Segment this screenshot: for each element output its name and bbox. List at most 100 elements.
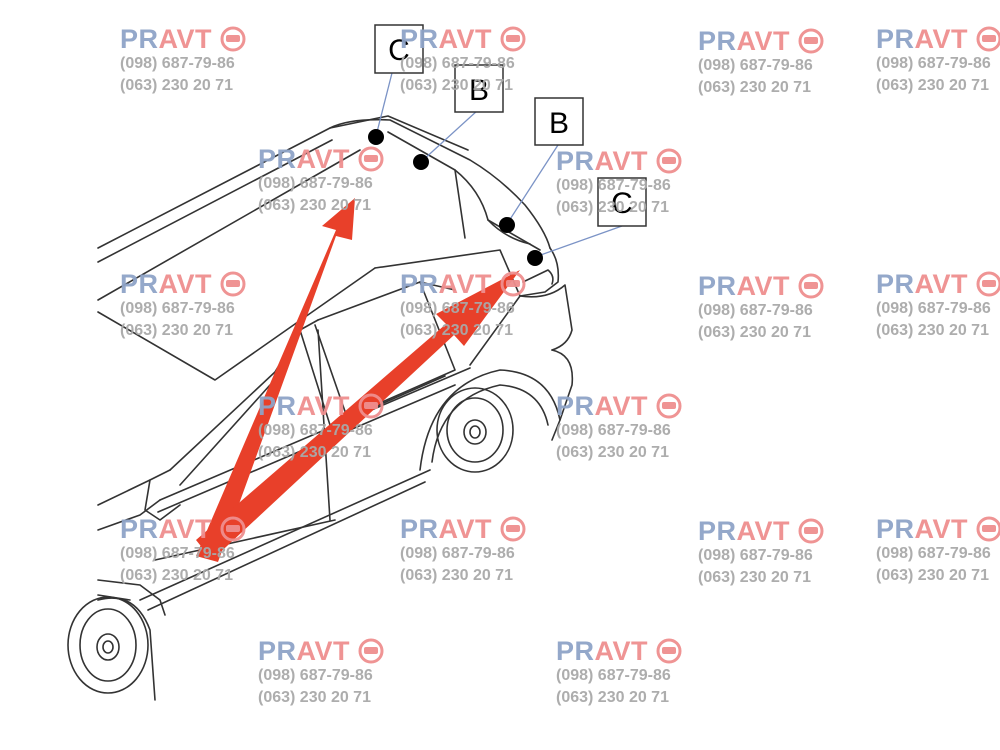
car-logo-icon bbox=[798, 273, 824, 299]
watermark-phone-2: (063) 230 20 71 bbox=[556, 689, 669, 706]
callout-c-top: C bbox=[374, 24, 424, 74]
watermark-phone-2: (063) 230 20 71 bbox=[876, 567, 989, 584]
point-b-right bbox=[499, 217, 515, 233]
watermark-brand: PRAVT bbox=[556, 391, 648, 421]
car-logo-icon bbox=[358, 393, 384, 419]
watermark-phone-2: (063) 230 20 71 bbox=[120, 77, 233, 94]
watermark-phone-2: (063) 230 20 71 bbox=[876, 322, 989, 339]
watermark-brand: PRAVT bbox=[556, 636, 648, 666]
watermark-block: PRAVT(098) 687-79-86 (063) 230 20 71 bbox=[258, 636, 384, 706]
watermark-brand: PRAVT bbox=[400, 269, 492, 299]
watermark-brand: PRAVT bbox=[258, 144, 350, 174]
watermark-brand: PRAVT bbox=[120, 269, 212, 299]
point-c-top bbox=[368, 129, 384, 145]
watermark-phone-1: (098) 687-79-86 bbox=[120, 545, 235, 562]
watermark-phone-2: (063) 230 20 71 bbox=[400, 567, 513, 584]
callout-label: C bbox=[611, 187, 633, 220]
watermark-phone-2: (063) 230 20 71 bbox=[120, 567, 233, 584]
watermark-block: PRAVT(098) 687-79-86 (063) 230 20 71 bbox=[698, 26, 824, 96]
watermark-block: PRAVT(098) 687-79-86(063) 230 20 71 bbox=[876, 24, 1000, 94]
watermark-phone-1: (098) 687-79-86 bbox=[876, 300, 991, 317]
car-logo-icon bbox=[656, 393, 682, 419]
watermark-phone-1: (098) 687-79-86 bbox=[876, 545, 991, 562]
watermark-block: PRAVT(098) 687-79-86 (063) 230 20 71 bbox=[556, 146, 682, 216]
watermark-block: PRAVT(098) 687-79-86(063) 230 20 71 bbox=[258, 391, 384, 461]
car-logo-icon bbox=[976, 516, 1000, 542]
watermark-phone-1: (098) 687-79-86 bbox=[556, 177, 671, 194]
car-logo-icon bbox=[656, 148, 682, 174]
watermark-phone-2: (063) 230 20 71 bbox=[876, 77, 989, 94]
watermark-brand: PRAVT bbox=[120, 24, 212, 54]
front-wheel bbox=[67, 596, 149, 694]
watermark-phone-1: (098) 687-79-86 bbox=[120, 300, 235, 317]
watermark-phone-2: (063) 230 20 71 bbox=[556, 199, 669, 216]
callout-label: C bbox=[388, 34, 410, 67]
watermark-phone-2: (063) 230 20 71 bbox=[258, 444, 371, 461]
car-logo-icon bbox=[220, 516, 246, 542]
connection-points bbox=[368, 129, 543, 266]
watermark-block: PRAVT(098) 687-79-86(063) 230 20 71 bbox=[698, 271, 824, 341]
watermark-brand: PRAVT bbox=[876, 269, 968, 299]
watermark-phone-2: (063) 230 20 71 bbox=[400, 322, 513, 339]
callout-c-right: C bbox=[597, 177, 647, 227]
car-logo-icon bbox=[500, 26, 526, 52]
callout-b-right: B bbox=[534, 97, 584, 146]
watermark-phone-1: (098) 687-79-86 bbox=[698, 547, 813, 564]
watermark-phone-1: (098) 687-79-86 bbox=[556, 667, 671, 684]
watermark-block: PRAVT(098) 687-79-86(063) 230 20 71 bbox=[120, 24, 246, 94]
watermark-brand: PRAVT bbox=[400, 24, 492, 54]
point-c-right bbox=[527, 250, 543, 266]
red-arrows bbox=[196, 198, 520, 562]
callout-boxes: C B B C bbox=[374, 24, 647, 227]
car-logo-icon bbox=[798, 28, 824, 54]
watermark-block: PRAVT(098) 687-79-86 (063) 230 20 71 bbox=[400, 24, 526, 94]
car-outline bbox=[97, 115, 574, 701]
watermark-block: PRAVT(098) 687-79-86 (063) 230 20 71 bbox=[400, 514, 526, 584]
watermark-phone-2: (063) 230 20 71 bbox=[258, 689, 371, 706]
car-logo-icon bbox=[220, 271, 246, 297]
watermark-block: PRAVT(098) 687-79-86(063) 230 20 71 bbox=[556, 391, 682, 461]
watermark-phone-1: (098) 687-79-86 bbox=[698, 57, 813, 74]
watermark-phone-2: (063) 230 20 71 bbox=[698, 569, 811, 586]
point-b-top bbox=[413, 154, 429, 170]
watermark-brand: PRAVT bbox=[698, 516, 790, 546]
watermark-phone-2: (063) 230 20 71 bbox=[258, 197, 371, 214]
watermark-brand: PRAVT bbox=[258, 636, 350, 666]
watermark-block: PRAVT(098) 687-79-86 (063) 230 20 71 bbox=[698, 516, 824, 586]
rear-wheel bbox=[436, 387, 514, 473]
arrow-to-top-point bbox=[196, 198, 355, 562]
watermark-phone-1: (098) 687-79-86 bbox=[258, 667, 373, 684]
car-logo-icon bbox=[976, 26, 1000, 52]
watermark-phone-1: (098) 687-79-86 bbox=[258, 175, 373, 192]
watermark-phone-2: (063) 230 20 71 bbox=[698, 79, 811, 96]
callout-b-top: B bbox=[454, 64, 504, 113]
watermark-phone-1: (098) 687-79-86 bbox=[400, 300, 515, 317]
watermark-block: PRAVT(098) 687-79-86 (063) 230 20 71 bbox=[876, 269, 1000, 339]
car-logo-icon bbox=[220, 26, 246, 52]
watermark-block: PRAVT(098) 687-79-86 (063) 230 20 71 bbox=[120, 514, 246, 584]
watermark-brand: PRAVT bbox=[876, 24, 968, 54]
watermark-block: PRAVT(098) 687-79-86 (063) 230 20 71 bbox=[556, 636, 682, 706]
watermark-phone-1: (098) 687-79-86 bbox=[556, 422, 671, 439]
watermarks: PRAVT(098) 687-79-86(063) 230 20 71PRAVT… bbox=[120, 24, 1000, 706]
arrow-to-right-point bbox=[196, 270, 520, 560]
callout-label: B bbox=[469, 74, 489, 107]
car-logo-icon bbox=[500, 271, 526, 297]
watermark-brand: PRAVT bbox=[556, 146, 648, 176]
watermark-phone-1: (098) 687-79-86 bbox=[400, 545, 515, 562]
car-logo-icon bbox=[798, 518, 824, 544]
watermark-brand: PRAVT bbox=[400, 514, 492, 544]
watermark-phone-2: (063) 230 20 71 bbox=[120, 322, 233, 339]
watermark-brand: PRAVT bbox=[698, 26, 790, 56]
watermark-brand: PRAVT bbox=[258, 391, 350, 421]
watermark-block: PRAVT(098) 687-79-86 (063) 230 20 71 bbox=[400, 269, 526, 339]
watermark-brand: PRAVT bbox=[876, 514, 968, 544]
car-logo-icon bbox=[358, 638, 384, 664]
watermark-phone-1: (098) 687-79-86 bbox=[400, 55, 515, 72]
car-logo-icon bbox=[656, 638, 682, 664]
watermark-brand: PRAVT bbox=[120, 514, 212, 544]
watermark-phone-2: (063) 230 20 71 bbox=[698, 324, 811, 341]
watermark-phone-2: (063) 230 20 71 bbox=[400, 77, 513, 94]
watermark-brand: PRAVT bbox=[698, 271, 790, 301]
